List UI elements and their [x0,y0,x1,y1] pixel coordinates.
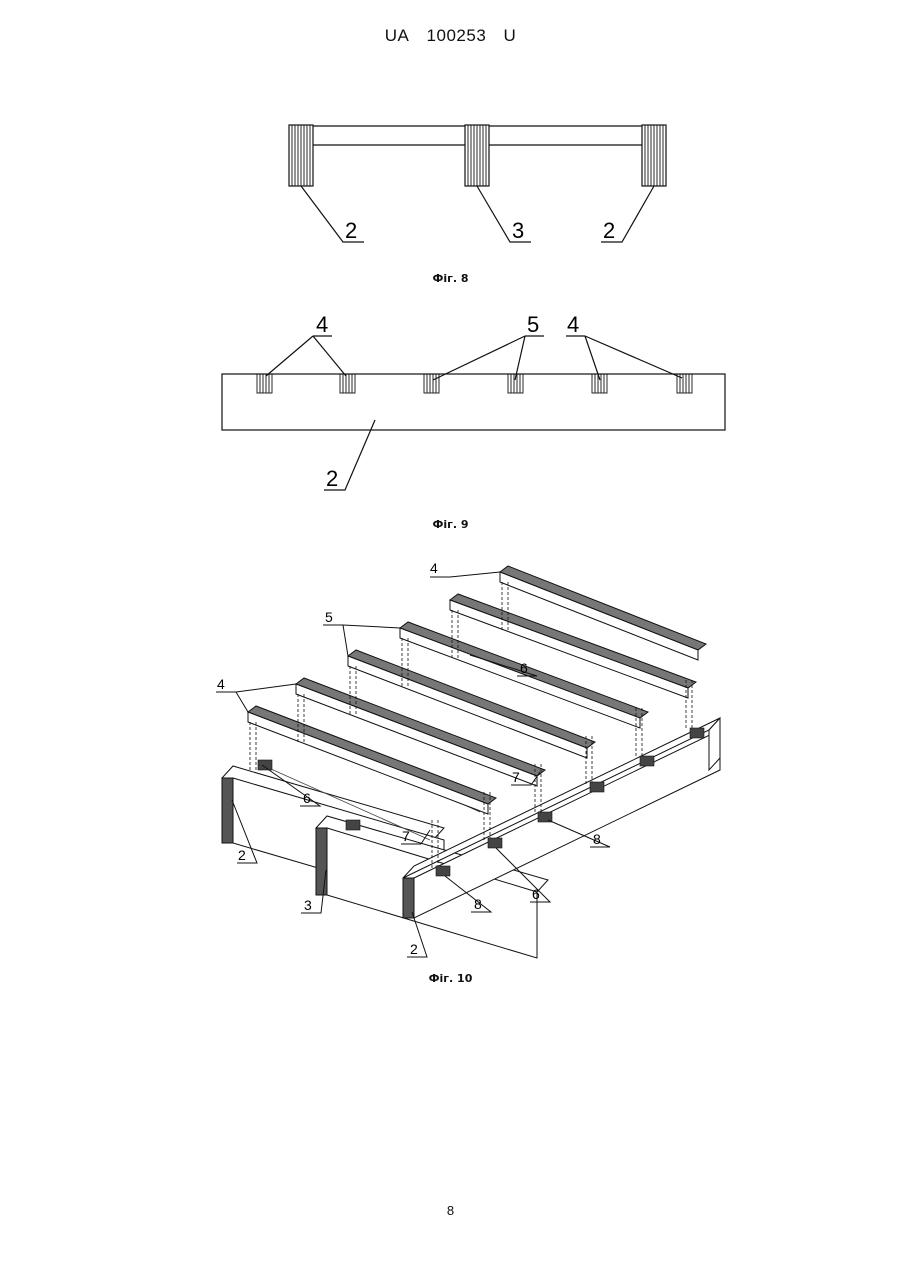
page-number: 8 [0,1203,901,1218]
fig10-label-4-left: 4 [217,676,225,692]
fig8-label-3: 2 [603,218,615,243]
fig10-label-6-left: 6 [303,790,311,806]
figure-10-drawing: 4 5 6 4 6 7 7 2 3 8 6 8 2 [0,550,901,970]
fig10-label-6-bottom: 6 [532,886,540,902]
fig10-label-8-bottom: 8 [474,896,482,912]
fig10-label-8-right: 8 [593,831,601,847]
figure-10-caption: Фіг. 10 [0,972,901,985]
fig10-label-4-top: 4 [430,560,438,576]
patent-header: UA 100253 U [0,26,901,46]
fig9-label-4-right: 4 [567,312,579,337]
figure-9-caption: Фіг. 9 [0,518,901,531]
fig10-label-5: 5 [325,609,333,625]
fig8-label-1: 2 [345,218,357,243]
fig10-label-3: 3 [304,897,312,913]
fig9-label-4-left: 4 [316,312,328,337]
fig8-label-2: 3 [512,218,524,243]
fig10-label-2-left: 2 [238,847,246,863]
fig9-label-2: 2 [326,466,338,491]
fig10-label-6-top: 6 [520,660,528,676]
figure-8-caption: Фіг. 8 [0,272,901,285]
header-number: 100253 [427,26,487,45]
fig10-label-2-bottom: 2 [410,941,418,957]
header-kind: U [504,26,517,45]
figure-8-drawing: 2 3 2 [0,110,901,260]
figure-9-drawing: 4 5 4 2 [0,310,901,500]
fig10-label-7-b: 7 [402,828,410,844]
header-country: UA [385,26,410,45]
fig10-label-7-a: 7 [512,769,520,785]
fig9-label-5: 5 [527,312,539,337]
